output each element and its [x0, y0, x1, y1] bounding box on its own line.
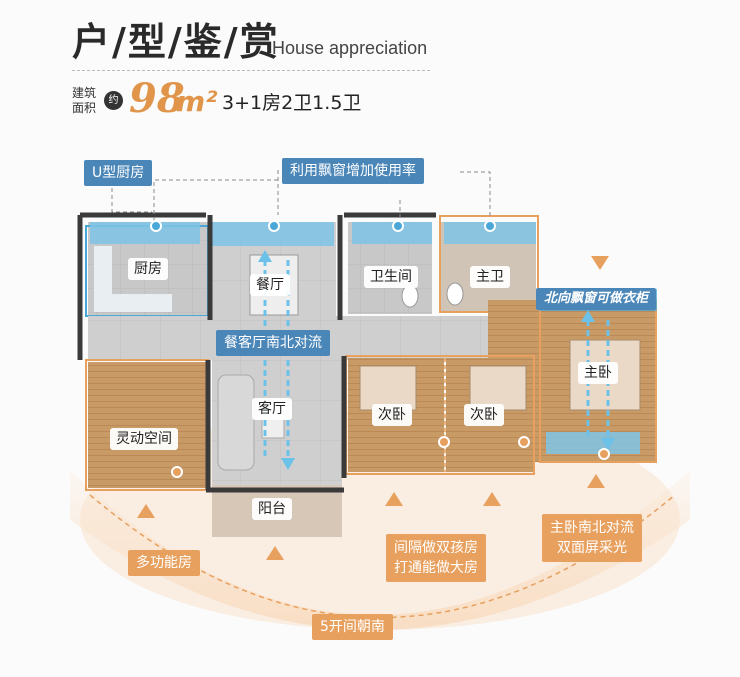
callout-wardrobe: 北向飘窗可做衣柜 [536, 288, 657, 310]
page-title: 户/型/鉴/赏 [72, 20, 280, 64]
callout-master-line1: 主卧南北对流 [550, 520, 634, 536]
leader-lines [111, 170, 491, 220]
arrow-balcony [266, 546, 284, 560]
callout-master-line2: 双面屏采光 [557, 540, 627, 556]
title-divider [72, 70, 430, 71]
room-second-bed-a: 次卧 [372, 404, 412, 426]
airflow-master-down [601, 438, 615, 450]
callout-kids-rooms: 间隔做双孩房 打通能做大房 [386, 534, 486, 582]
callout-kids-rooms-line1: 间隔做双孩房 [394, 540, 478, 556]
second-bed-a-dot [438, 436, 450, 448]
arrow-bed-a [385, 492, 403, 506]
approx-badge: 约 [104, 91, 123, 110]
callout-dining-living: 餐客厅南北对流 [216, 330, 330, 356]
master-bed-dot [598, 448, 610, 460]
callout-master: 主卧南北对流 双面屏采光 [542, 514, 642, 562]
arrow-master [587, 474, 605, 488]
bed-a [359, 365, 417, 411]
arrow-flex [137, 504, 155, 518]
callout-bay-window: 利用飘窗增加使用率 [282, 158, 424, 184]
callout-kids-rooms-line2: 打通能做大房 [394, 560, 478, 576]
master-bath-window [444, 222, 536, 244]
room-flex-space: 灵动空间 [110, 428, 178, 450]
airflow-master-up [581, 310, 595, 322]
bathroom-window [352, 222, 432, 244]
arrow-master-north [591, 256, 609, 270]
kitchen-counter [94, 246, 112, 312]
second-bed-b-dot [518, 436, 530, 448]
room-balcony: 阳台 [252, 498, 292, 520]
page-subtitle: House appreciation [272, 38, 428, 58]
walls [77, 212, 436, 493]
room-master-bath: 主卫 [470, 266, 510, 288]
toilet-2 [446, 282, 464, 306]
bed-b [469, 365, 527, 411]
room-kitchen: 厨房 [128, 258, 168, 280]
toilet-1 [401, 284, 419, 308]
bath-window-dot [392, 220, 404, 232]
master-bed-window [546, 432, 640, 454]
room-living: 客厅 [252, 398, 292, 420]
callout-u-kitchen: U型厨房 [84, 160, 153, 186]
flex-space-dot [171, 466, 183, 478]
airflow-arrow-down [281, 458, 295, 470]
flex-space-area [88, 362, 206, 488]
kitchen-counter-2 [112, 294, 172, 312]
room-bathroom: 卫生间 [364, 266, 418, 288]
kitchen-window-dot [150, 220, 162, 232]
area-value: 98 [129, 75, 185, 122]
area-label-line1: 建筑 [72, 86, 97, 100]
sofa [217, 374, 255, 471]
callout-south-rooms: 5开间朝南 [312, 614, 393, 640]
room-master-bed: 主卧 [578, 362, 618, 384]
area-unit: m² [176, 85, 218, 118]
layout-type: 3+1房2卫1.5卫 [222, 92, 362, 114]
room-second-bed-b: 次卧 [464, 404, 504, 426]
kitchen-window [90, 222, 200, 244]
airflow-arrow-up [258, 250, 272, 262]
arrow-bed-b [483, 492, 501, 506]
dining-window-dot [268, 220, 280, 232]
area-label-line2: 面积 [72, 101, 97, 115]
room-dining: 餐厅 [250, 274, 290, 296]
masterbath-window-dot [484, 220, 496, 232]
callout-multi-room: 多功能房 [128, 550, 200, 576]
